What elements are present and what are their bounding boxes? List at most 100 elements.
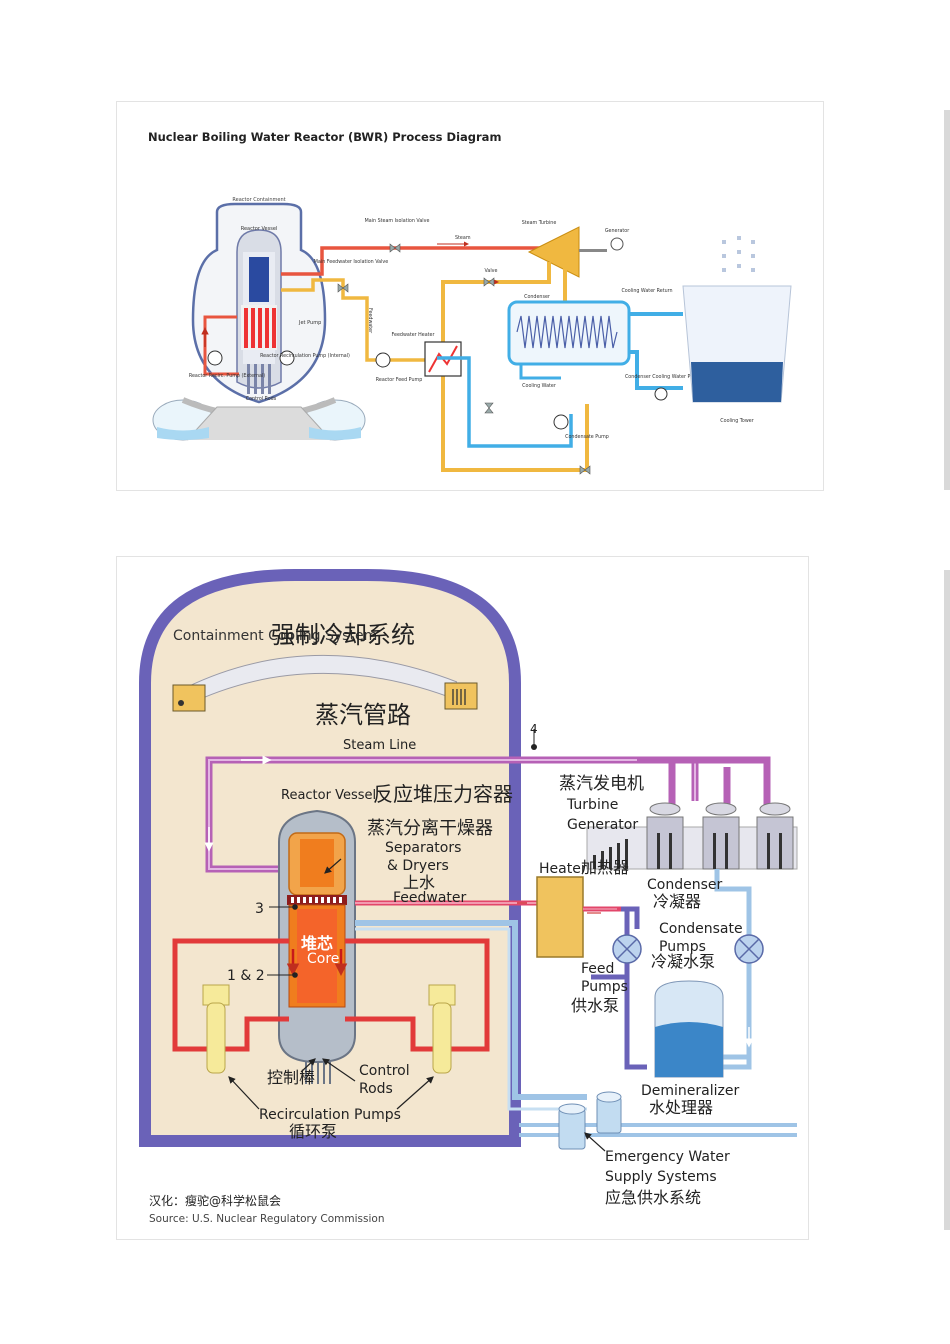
label-recirculation-pumps-cn: 循环泵 [289,1122,337,1141]
condenser-drain-pipe [714,869,752,1057]
label-feedwater-heater: Feedwater Heater [392,332,435,338]
cooling-unit-right [444,682,478,710]
bwr-diagram-svg: Nuclear Boiling Water Reactor (BWR) Proc… [148,130,792,475]
cooling-water-pipe [629,350,683,390]
suppression-pool [152,397,366,441]
generator [610,237,624,251]
bwr-translated-diagram: Containment Cooling System 强制冷却系统 蒸汽管路 S… [116,556,809,1240]
label-reactor-vessel-cn: 反应堆压力容器 [373,782,513,806]
recirc-pump-left [202,984,230,1074]
label-recirc-pump-external: Reactor Recirc. Pump (External) [189,373,265,379]
main-feedwater-isolation-valve [337,283,349,293]
label-recirculation-pumps: Recirculation Pumps [259,1107,401,1123]
label-reactor-vessel: Reactor Vessel [241,226,278,232]
feedwater-return-pipe [281,278,427,362]
label-feedwater: Feedwater [367,308,373,333]
label-condenser-cooling-water-pump: Condenser Cooling Water Pump [625,374,701,380]
emergency-water-pipe-1 [355,920,587,1100]
label-supply-systems: Supply Systems [605,1169,717,1185]
label-cooling-water: Cooling Water [522,383,556,389]
label-heater: Heater [539,861,587,877]
label-control-rods: Control Rods [246,396,277,402]
label-reactor-containment: Reactor Containment [232,197,285,203]
label-core-cn: 堆芯 [301,934,333,953]
label-turbine: Turbine [566,797,618,813]
label-containment: Containment Cooling System [173,628,377,644]
label-core: Core [307,951,339,967]
bwr-title: Nuclear Boiling Water Reactor (BWR) Proc… [148,130,501,144]
label-valve: Valve [485,268,498,274]
recirc-pump-external [207,350,223,366]
cooling-unit-left [172,684,206,712]
cooling-arc [181,655,461,706]
feedwater-valve [483,277,495,287]
condenser-cooling-water-pump [654,387,668,401]
label-dryers: & Dryers [387,858,449,874]
label-cooling-tower: Cooling Tower [720,418,753,424]
label-main-feedwater-isolation-valve: Main Feedwater Isolation Valve [314,259,388,265]
label-demineralizer-cn: 水处理器 [649,1098,713,1117]
condensate-pipe [437,356,573,448]
label-reactor-feed-pump: Reactor Feed Pump [376,377,423,383]
label-generator: Generator [567,817,638,833]
reactor-vessel [278,809,356,1084]
label-emergency-water: Emergency Water [605,1149,730,1165]
label-condenser: Condenser [647,877,722,893]
label-feed-pumps-cn: 供水泵 [571,996,619,1015]
label-cooling-water-return: Cooling Water Return [621,288,672,294]
label-pumps: Pumps [659,939,706,955]
label-feedwater: Feedwater [393,890,467,906]
recirc-pump-right [428,984,456,1074]
label-generator: Generator [605,228,629,234]
label-feed-pumps-word: Pumps [581,979,628,995]
recirc-pump-internal [279,350,295,366]
label-reactor-vessel: Reactor Vessel [281,788,376,803]
label-recirc-pump-internal: Reactor Recirculation Pump (Internal) [260,353,350,359]
translation-credit: 汉化：瘦驼@科学松鼠会 [149,1193,281,1208]
label-condensate-pumps-cn: 冷凝水泵 [651,952,715,971]
label-forced-cooling-cn: 强制冷却系统 [271,621,415,649]
label-condensate-pump: Condensate Pump [565,434,609,440]
steam-turbine [527,226,580,278]
label-heater-cn: 加热器 [581,858,629,877]
label-point-4: 4 [530,722,538,736]
source-credit: Source: U.S. Nuclear Regulatory Commissi… [149,1213,384,1225]
heater [536,876,584,958]
label-point-1-2: 1 & 2 [227,968,265,984]
label-condenser: Condenser [524,294,550,300]
bypass-valve [484,402,494,414]
label-feed: Feed [581,961,614,977]
bwr-process-diagram: Nuclear Boiling Water Reactor (BWR) Proc… [116,101,824,491]
label-turbine-generator-cn: 蒸汽发电机 [559,774,644,794]
label-jet-pump: Jet Pump [298,320,321,326]
condensate-valve [579,465,591,475]
feed-pump [612,934,642,964]
label-point-3: 3 [255,901,264,917]
condensate-pump [734,934,764,964]
bwr-translated-svg: Containment Cooling System 强制冷却系统 蒸汽管路 S… [139,569,798,1225]
label-main-steam-isolation-valve: Main Steam Isolation Valve [365,218,430,224]
label-steam: Steam [455,235,471,241]
condenser [507,300,631,366]
demineralizer [654,980,724,1078]
label-feedwater-cn: 上水 [403,873,435,892]
page-edge-strip [944,570,950,1230]
turbine-generator [586,802,798,870]
label-steam-line: Steam Line [343,738,416,753]
label-steam-turbine: Steam Turbine [522,220,557,226]
main-steam-isolation-valve [389,243,401,253]
label-control-rods-cn: 控制棒 [267,1068,315,1087]
label-steam-line-cn: 蒸汽管路 [315,701,411,729]
label-emergency-water-cn: 应急供水系统 [605,1188,701,1207]
label-condensate: Condensate [659,921,743,937]
label-separators-cn: 蒸汽分离干燥器 [367,818,493,839]
recirc-loop-left [172,938,289,1052]
reactor-feed-pump [375,352,391,368]
label-control: Control [359,1063,410,1079]
main-steam-line [281,246,557,276]
label-demineralizer: Demineralizer [641,1083,739,1099]
reactor-vessel [236,229,282,394]
label-condenser-cn: 冷凝器 [653,892,701,911]
emergency-water-tanks [558,1091,622,1150]
page-edge-strip [944,110,950,490]
